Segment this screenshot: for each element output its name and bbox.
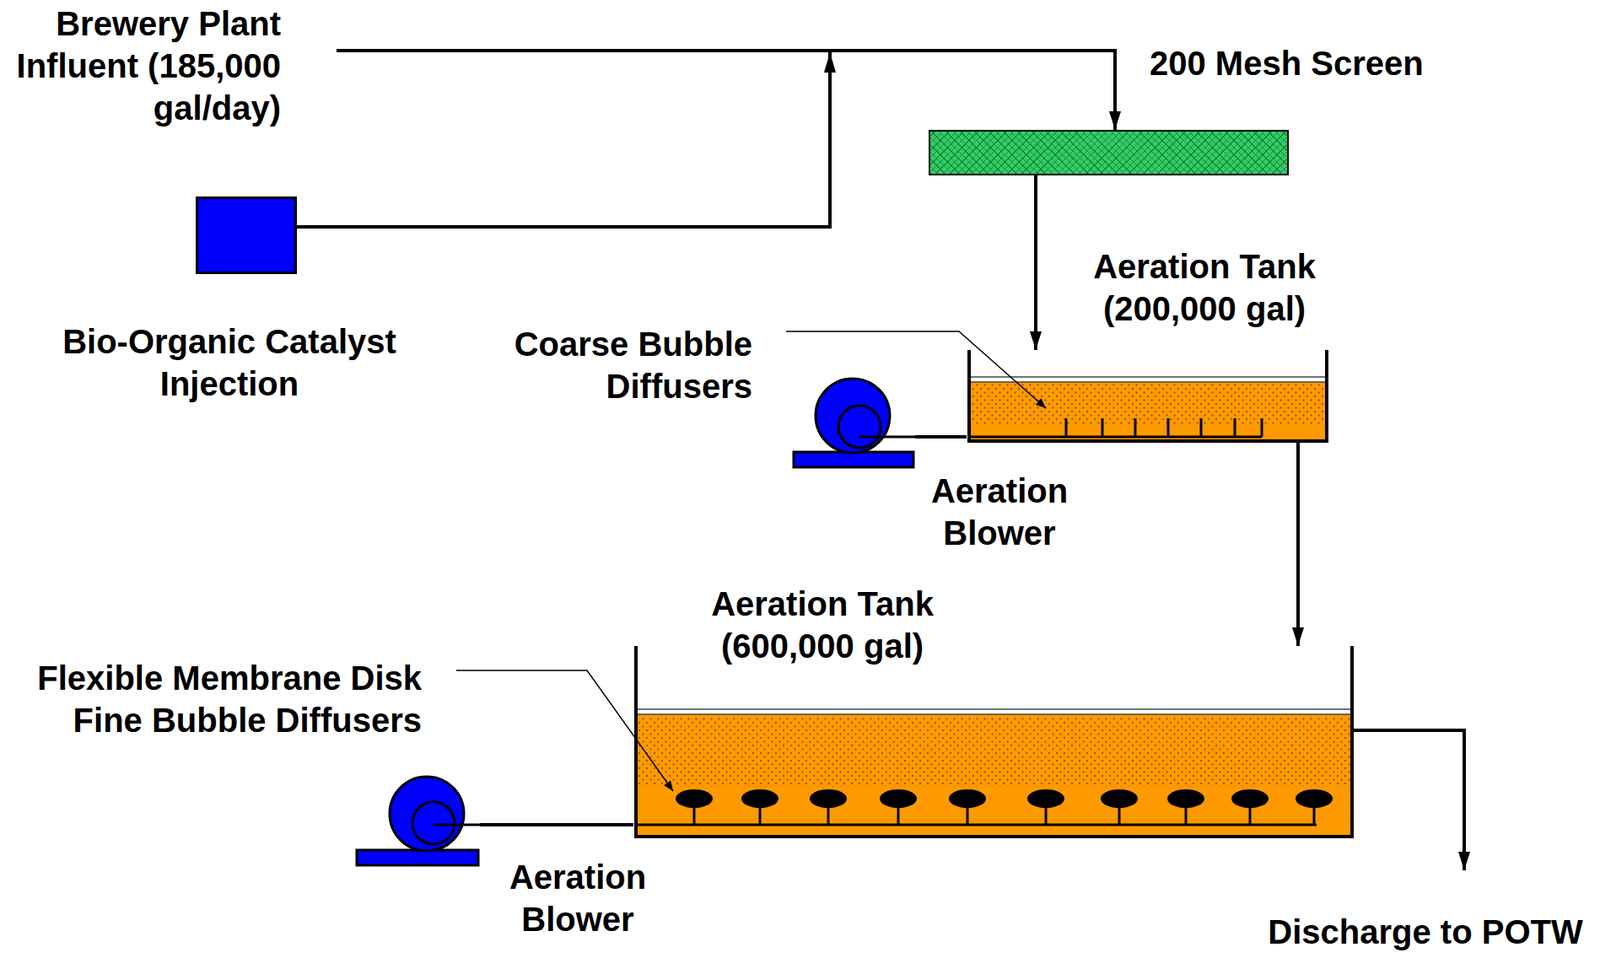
tank-water xyxy=(637,714,1351,836)
water-surface xyxy=(970,376,1326,378)
tank-wall xyxy=(969,350,1327,442)
water-surface xyxy=(637,713,1351,715)
blower-impeller xyxy=(412,802,455,845)
pipe-connector xyxy=(1296,442,1300,647)
node-label: Bio-Organic Catalyst Injection xyxy=(52,320,407,405)
node-label: Aeration Blower xyxy=(915,469,1084,555)
coarse-bubble-diffuser xyxy=(969,418,1262,437)
tank-wall xyxy=(635,646,1353,837)
aeration-blower: Aeration Blower xyxy=(791,376,916,470)
blower-symbol xyxy=(355,774,480,868)
aeration-bubbles xyxy=(637,716,1351,787)
air-pipe xyxy=(859,436,916,439)
aeration-blower: Aeration Blower xyxy=(355,774,480,868)
water-surface xyxy=(637,709,1351,715)
water-surface xyxy=(970,381,1326,383)
discharge-label: Discharge to POTW xyxy=(1256,910,1595,954)
blower-housing xyxy=(815,378,890,453)
water-surface xyxy=(637,708,1351,710)
node-label: Aeration Blower xyxy=(493,856,663,941)
blower-impeller xyxy=(838,405,881,448)
aeration-tank: Aeration Tank (600,000 gal) xyxy=(633,646,1355,839)
discharge-pipe xyxy=(1352,730,1465,871)
pipe-connector xyxy=(1034,175,1038,351)
blower-base xyxy=(793,452,914,468)
blower-base xyxy=(356,850,479,866)
tank-outline xyxy=(966,350,1330,443)
leader-line xyxy=(456,670,674,792)
node-label: Aeration Tank (600,000 gal) xyxy=(695,582,949,668)
air-pipe xyxy=(433,824,480,827)
influent-label: Brewery Plant Influent (185,000 gal/day) xyxy=(6,2,281,130)
pipe-connector xyxy=(479,823,634,827)
catalyst-injector: Bio-Organic Catalyst Injection xyxy=(195,196,297,275)
aeration-tank: Aeration Tank (200,000 gal) xyxy=(966,350,1330,443)
influent-pipe xyxy=(336,48,830,53)
aeration-bubbles xyxy=(970,383,1326,425)
mesh-screen: 200 Mesh Screen xyxy=(928,129,1289,176)
pipe-connector xyxy=(915,435,967,439)
tank-water xyxy=(970,382,1326,442)
diffuser-label: Coarse Bubble Diffusers xyxy=(499,323,753,408)
node-label: Aeration Tank (200,000 gal) xyxy=(1077,245,1331,330)
diffuser-label: Flexible Membrane Disk Fine Bubble Diffu… xyxy=(25,657,422,742)
membrane-disk xyxy=(675,789,1333,809)
blower-housing xyxy=(389,776,464,852)
water-surface xyxy=(970,377,1326,383)
tank-outline xyxy=(633,646,1355,839)
blower-symbol xyxy=(791,376,916,470)
node-label: 200 Mesh Screen xyxy=(1149,42,1471,85)
